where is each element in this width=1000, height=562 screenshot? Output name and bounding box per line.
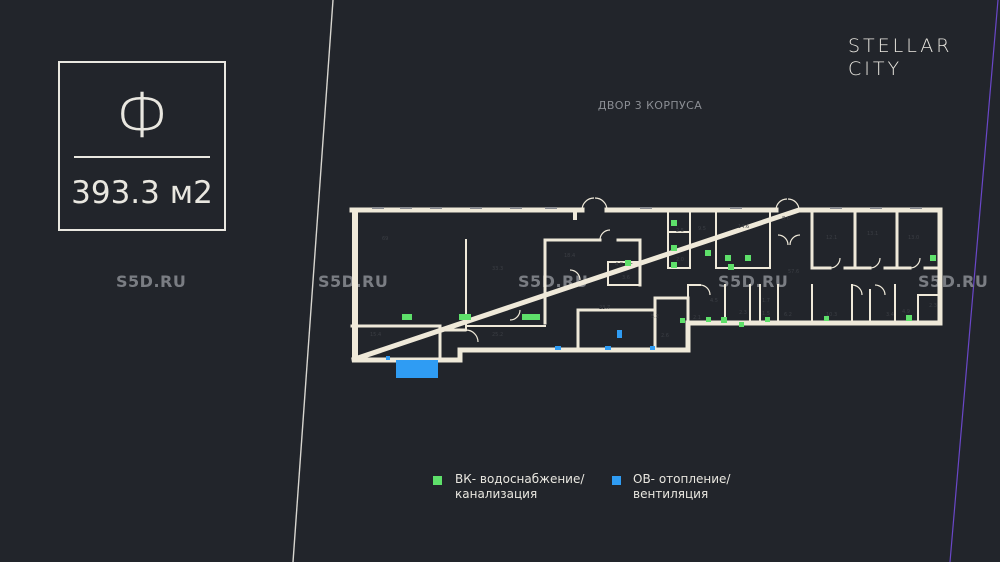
room-label: 15.4	[370, 332, 381, 338]
ov-markers	[386, 330, 655, 378]
plan-wall-stubs	[352, 208, 577, 360]
room-label: 12.1	[826, 235, 837, 241]
room-label: 2.5	[676, 228, 684, 234]
windows	[372, 207, 922, 209]
door-swings	[465, 197, 921, 343]
card-divider	[74, 156, 210, 158]
room-label: 9.5	[698, 226, 706, 232]
vk-legend-line-2: канализация	[455, 487, 538, 501]
room-label: 33.3	[492, 266, 503, 272]
vk-markers	[402, 220, 936, 327]
room-label: 2.3	[929, 303, 937, 309]
room-label: 8.6	[782, 216, 790, 222]
unit-area: 393.3 м2	[71, 175, 213, 211]
watermark: S5D.RU	[718, 272, 789, 291]
room-label: 23.7	[599, 305, 610, 311]
courtyard-label: ДВОР 3 КОРПУСА	[597, 99, 703, 112]
watermark: S5D.RU	[918, 272, 989, 291]
room-label: 1.5	[762, 311, 770, 317]
divider-line	[292, 0, 334, 562]
room-label: 3.6	[622, 275, 630, 281]
brand-line-2: CITY	[848, 58, 903, 80]
vk-legend: ВК- водоснабжение/ канализация	[455, 472, 584, 502]
watermark: S5D.RU	[116, 272, 187, 291]
room-label: 5.2	[651, 314, 659, 320]
room-label: 6.2	[784, 312, 792, 318]
vk-legend-swatch	[433, 476, 442, 485]
room-label: 25.2	[492, 332, 503, 338]
room-label: 57.6	[788, 269, 799, 275]
vk-legend-line-1: ВК- водоснабжение/	[455, 472, 585, 486]
brand-logo: STELLAR CITY	[848, 35, 952, 81]
ov-legend-swatch	[612, 476, 621, 485]
room-label: 13.1	[867, 231, 878, 237]
room-label: 2.0	[676, 257, 684, 263]
room-label: 69	[382, 236, 388, 242]
ov-legend-line-1: ОВ- отопление/	[633, 472, 731, 486]
room-label: 4.5	[710, 298, 718, 304]
room-label: 10.3	[826, 312, 837, 318]
unit-type-letter: Ф	[115, 79, 169, 152]
room-label: 13.0	[908, 235, 919, 241]
plan-walls	[349, 207, 943, 363]
accent-line	[949, 0, 999, 562]
room-label: 2.6	[661, 333, 669, 339]
ov-legend: ОВ- отопление/ вентиляция	[633, 472, 730, 502]
room-label: 2.3	[739, 310, 747, 316]
room-label: 2.1	[693, 315, 701, 321]
ov-legend-line-2: вентиляция	[633, 487, 709, 501]
room-label: 3.4	[886, 312, 894, 318]
room-label: 18.4	[564, 253, 575, 259]
unit-type-card: Ф 393.3 м2	[58, 61, 226, 231]
room-label: 14.6	[738, 224, 749, 230]
room-labels: 69 33.3 18.4 4.8 3.6 2.5 9.5 2.0 14.6 8.…	[370, 216, 937, 339]
room-label: 1.7	[762, 298, 770, 304]
brand-line-1: STELLAR	[848, 35, 953, 57]
room-label: 4.8	[615, 262, 623, 268]
room-label: 4.9	[902, 309, 910, 315]
